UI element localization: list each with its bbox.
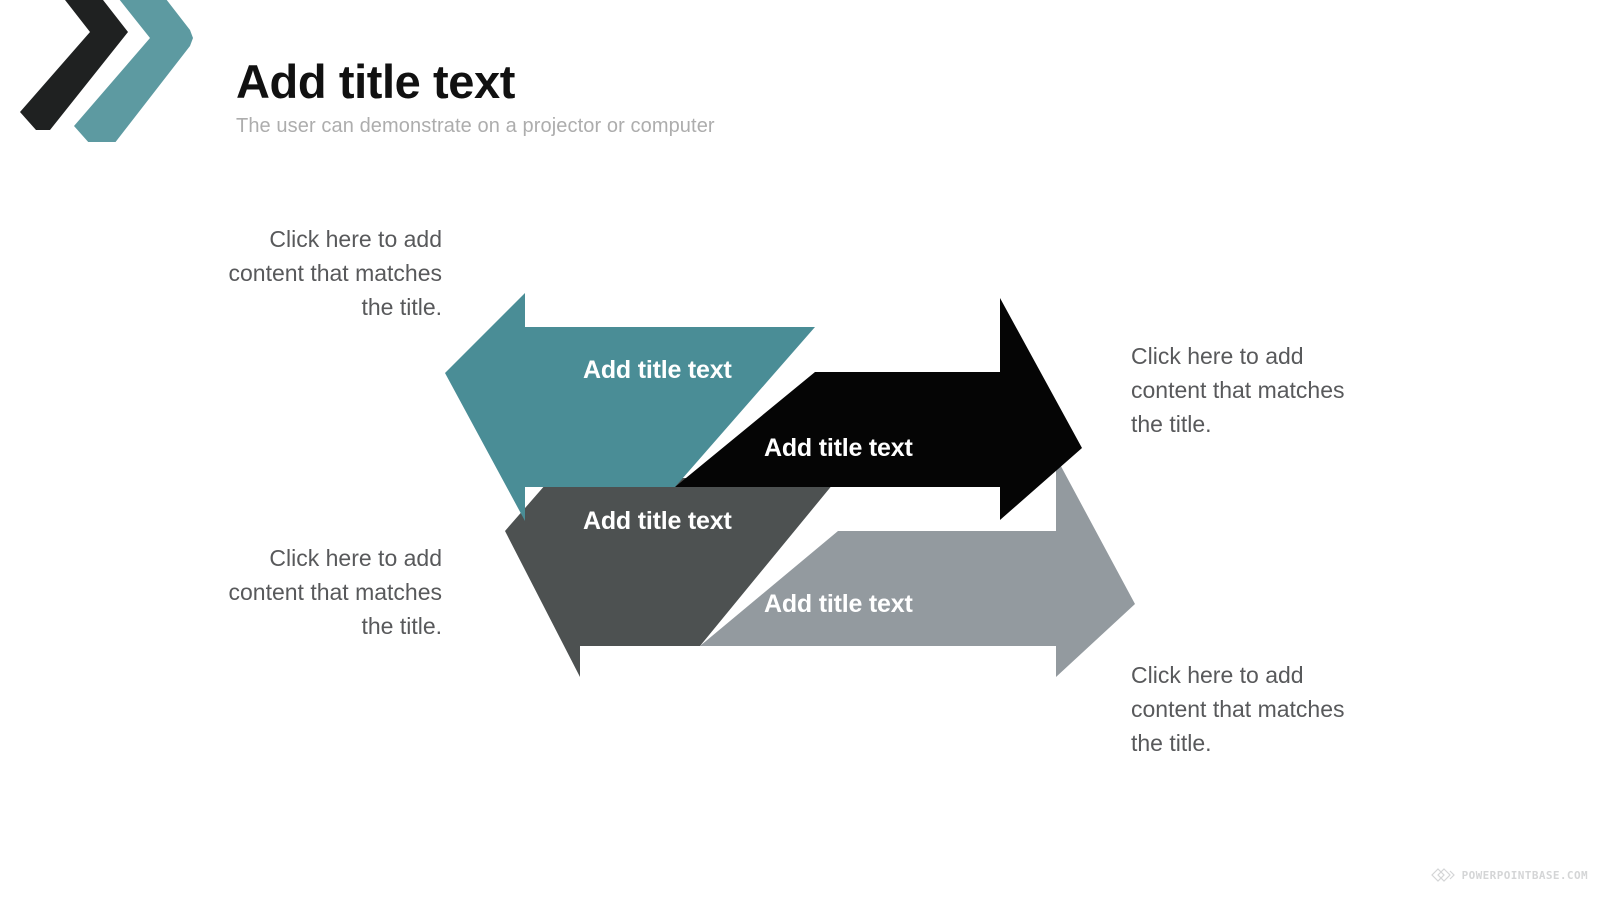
arrow-shape-3[interactable] [505,445,838,677]
arrow-shape-4[interactable] [700,457,1135,677]
page-title: Add title text [236,55,516,108]
watermark: POWERPOINTBASE.COM [1430,868,1588,882]
arrow-label-3: Add title text [583,507,732,535]
arrow-label-1: Add title text [583,356,732,384]
callout-top-right: Click here to add content that matches t… [1131,343,1345,438]
callout-bottom-left: Click here to add content that matches t… [228,545,442,640]
arrow-label-2: Add title text [764,434,913,462]
logo-chevron-dark [20,0,128,130]
double-chevron-right-logo [20,0,193,142]
page-subtitle: The user can demonstrate on a projector … [236,114,715,137]
arrow-label-4: Add title text [764,590,913,618]
callout-top-left: Click here to add content that matches t… [228,226,442,321]
slide-header: Add title text The user can demonstrate … [236,58,715,138]
watermark-text: POWERPOINTBASE.COM [1461,868,1588,882]
logo-chevron-accent [74,0,193,142]
arrow-shape-1[interactable] [445,293,815,521]
callout-bottom-right: Click here to add content that matches t… [1131,662,1345,757]
diamond-logo-icon [1430,868,1455,882]
arrow-shape-2[interactable] [675,298,1082,520]
